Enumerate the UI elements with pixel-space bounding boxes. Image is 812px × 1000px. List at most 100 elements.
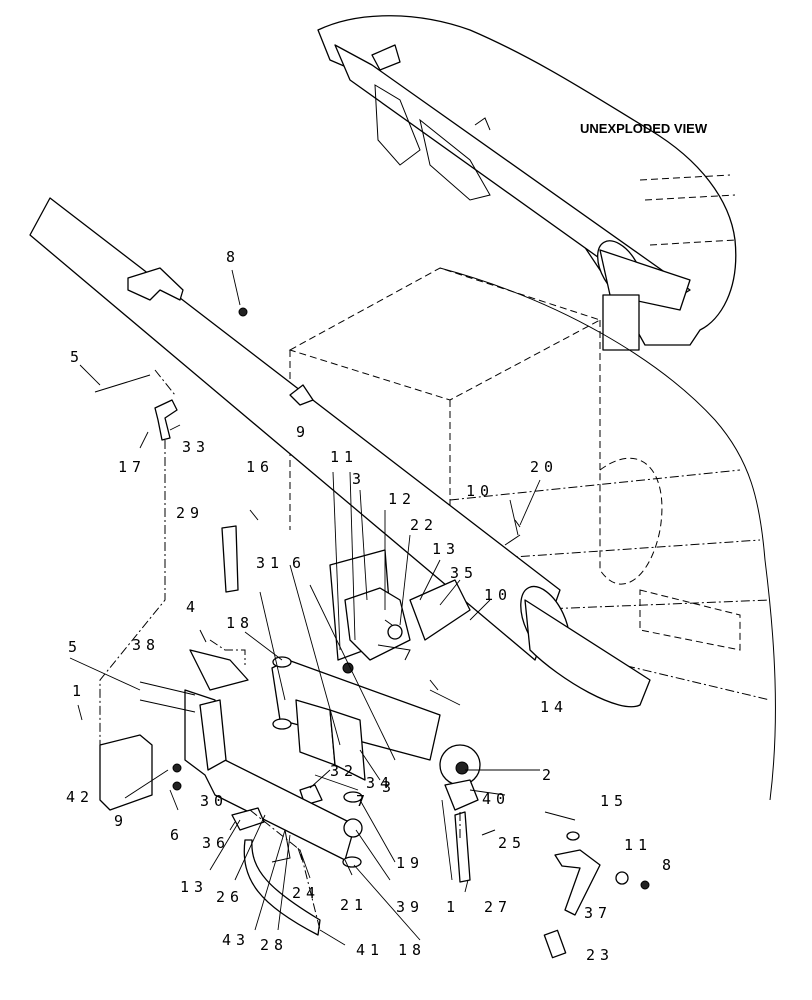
- callout-36: 36: [202, 834, 230, 852]
- leader-lines: [69, 269, 541, 946]
- leader-20: [519, 479, 541, 526]
- pin-10: [504, 534, 521, 546]
- leader-9b: [124, 769, 169, 799]
- leader-26: [234, 814, 266, 881]
- leader-22: [399, 534, 411, 626]
- auger-tube: [29, 197, 651, 708]
- bolts-5-lower: [139, 681, 196, 713]
- pin-29: [221, 525, 239, 593]
- bushing: [387, 624, 403, 640]
- nut-9-lower: [172, 763, 182, 773]
- inset-pivot-bracket: [374, 84, 421, 166]
- callout-26: 26: [216, 888, 244, 906]
- leader-13a: [419, 559, 441, 601]
- pin-24: [297, 847, 303, 861]
- align-line-33: [99, 440, 166, 745]
- callout-labels: 8 5 33 17 9 11 3 16 29 20 10 12 22 13 35…: [66, 248, 676, 964]
- callout-21: 21: [340, 896, 368, 914]
- callout-17: 17: [118, 458, 146, 476]
- tube-saddle-bracket: [127, 267, 184, 301]
- callout-6: 6: [292, 554, 306, 572]
- washer-19: [343, 791, 363, 803]
- inset-latch: [474, 117, 491, 131]
- leader-3b: [309, 584, 396, 761]
- callout-7: 7: [356, 792, 370, 810]
- frame-hidden-tube: [639, 589, 741, 651]
- pin-25: [481, 829, 496, 836]
- callout-24: 24: [292, 884, 320, 902]
- leader-39: [355, 829, 391, 881]
- callout-38: 38: [132, 636, 160, 654]
- leader-31: [259, 591, 286, 701]
- frame-arm-holes-plate: [199, 699, 227, 771]
- callout-13-b: 13: [180, 878, 208, 896]
- inset-lock-arm: [419, 118, 491, 201]
- washer-18-mid: [272, 718, 292, 730]
- callout-1: 1: [72, 682, 86, 700]
- leader-13b: [209, 819, 241, 871]
- callout-4: 4: [186, 598, 200, 616]
- pin-33: [154, 399, 178, 441]
- callout-3: 3: [352, 470, 366, 488]
- callout-1-b: 1: [446, 898, 460, 916]
- clamp-plate-38: [189, 649, 249, 691]
- frame-body: [288, 267, 776, 801]
- callout-9: 9: [296, 423, 310, 441]
- leader-17: [139, 431, 149, 449]
- leader-5b: [69, 657, 141, 691]
- bracket-pins: [377, 619, 411, 661]
- leader-6b: [169, 789, 179, 811]
- leader-27: [464, 879, 469, 893]
- nut-6: [172, 781, 182, 791]
- callout-2: 2: [542, 766, 556, 784]
- leader-6a: [289, 564, 341, 746]
- callout-18: 18: [226, 614, 254, 632]
- frame-top-panel: [288, 267, 602, 401]
- handle-37: [554, 849, 601, 916]
- fasteners: [94, 307, 650, 959]
- callout-20: 20: [530, 458, 558, 476]
- leader-19: [359, 799, 396, 863]
- pin-27: [454, 811, 471, 883]
- callout-8-b: 8: [662, 856, 676, 874]
- leader-18a: [244, 631, 283, 661]
- grip-23: [543, 929, 567, 959]
- leader-18b: [353, 864, 421, 941]
- pivot-bracket-assembly: [329, 549, 471, 674]
- callout-19: 19: [396, 854, 424, 872]
- pin-20: [514, 519, 521, 528]
- nut-9: [342, 662, 354, 674]
- leader-40: [469, 789, 506, 796]
- callout-18-b: 18: [398, 941, 426, 959]
- leader-11a: [349, 471, 356, 641]
- leader-3a: [359, 489, 368, 601]
- callout-25: 25: [498, 834, 526, 852]
- callout-39: 39: [396, 898, 424, 916]
- callout-5: 5: [70, 348, 84, 366]
- callout-13: 13: [432, 540, 460, 558]
- callout-43: 43: [222, 931, 250, 949]
- callout-11: 11: [330, 448, 358, 466]
- callout-28: 28: [260, 936, 288, 954]
- nut-8-top: [238, 307, 248, 317]
- washer-18-top: [272, 656, 292, 668]
- callout-31: 31: [256, 554, 284, 572]
- leader-41: [319, 929, 346, 946]
- auger-tube-body: [29, 197, 561, 661]
- inset-hidden-lines: [639, 174, 736, 246]
- callout-30: 30: [200, 792, 228, 810]
- leader-5a: [79, 364, 101, 386]
- pin-16: [249, 509, 259, 521]
- callout-3-b: 3: [382, 778, 396, 796]
- leader-43: [254, 829, 286, 931]
- bolt-4: [199, 629, 207, 643]
- callout-15: 15: [600, 792, 628, 810]
- unexploded-view-inset: UNEXPLODED VIEW: [317, 15, 737, 351]
- callout-35: 35: [450, 564, 478, 582]
- callout-37: 37: [584, 904, 612, 922]
- leader-10a: [509, 499, 519, 536]
- callout-23: 23: [586, 946, 614, 964]
- callout-6-b: 6: [170, 826, 184, 844]
- lock-bracket: [409, 579, 471, 641]
